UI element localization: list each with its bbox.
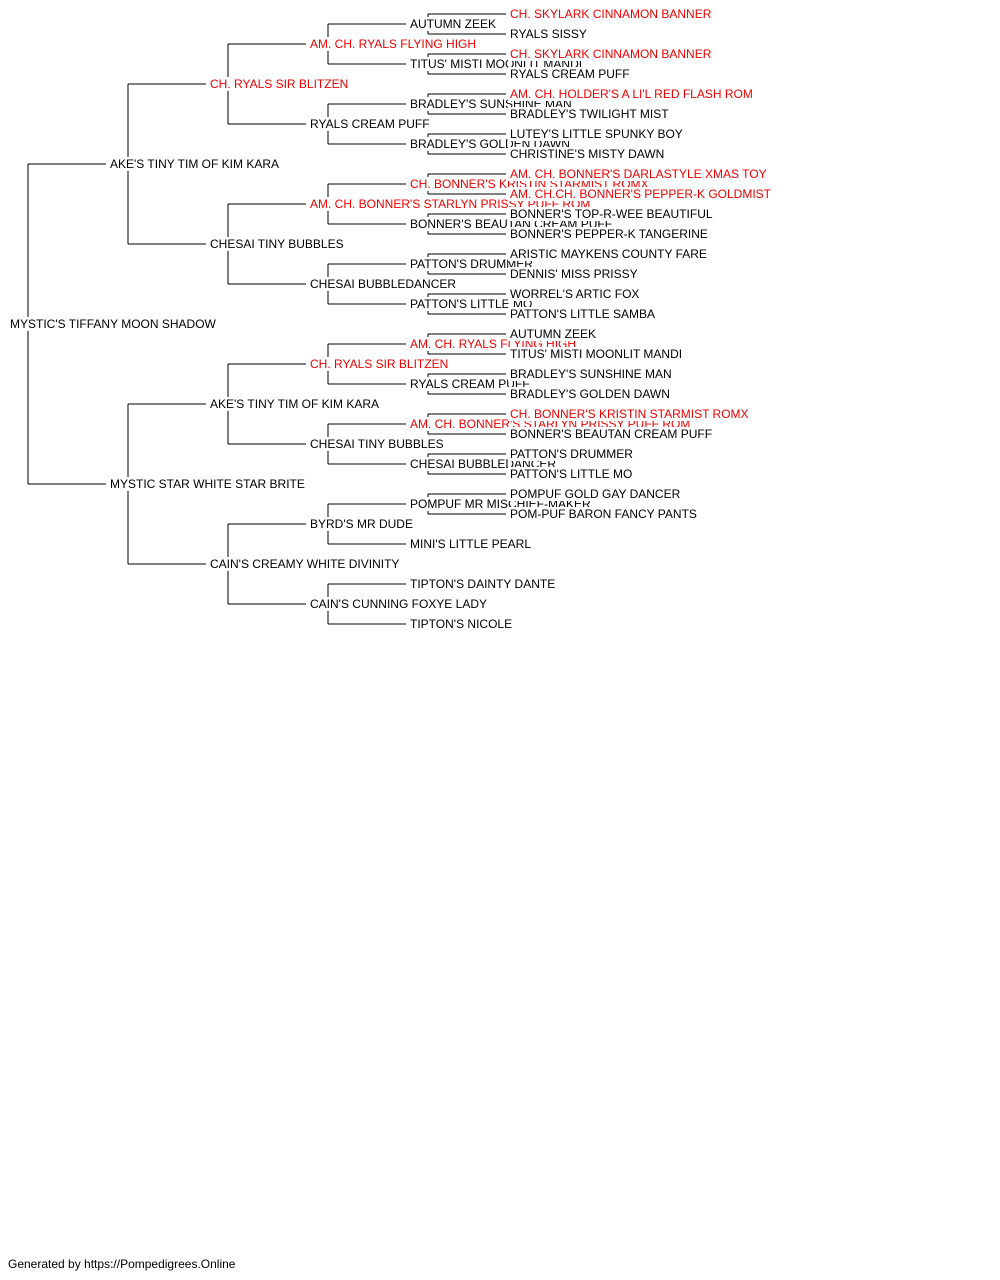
ancestor-name: LUTEY'S LITTLE SPUNKY BOY [508, 127, 685, 141]
ancestor-name: AUTUMN ZEEK [508, 327, 599, 341]
ancestor-name: RYALS SISSY [508, 27, 589, 41]
ancestor-name: CAIN'S CREAMY WHITE DIVINITY [208, 557, 402, 571]
ancestor-name: PATTON'S LITTLE SAMBA [508, 307, 657, 321]
ancestor-name: BRADLEY'S GOLDEN DAWN [508, 387, 672, 401]
ancestor-name: PATTON'S LITTLE MO [508, 467, 635, 481]
ancestor-name: MYSTIC STAR WHITE STAR BRITE [108, 477, 307, 491]
ancestor-name: ARISTIC MAYKENS COUNTY FARE [508, 247, 709, 261]
ancestor-name: CHESAI TINY BUBBLES [208, 237, 346, 251]
ancestor-name: PATTON'S DRUMMER [508, 447, 635, 461]
ancestor-name: BRADLEY'S SUNSHINE MAN [508, 367, 674, 381]
ancestor-name: AM. CH.CH. BONNER'S PEPPER-K GOLDMIST [508, 187, 773, 201]
subject-dog-name: MYSTIC'S TIFFANY MOON SHADOW [8, 317, 218, 331]
ancestor-name: BONNER'S TOP-R-WEE BEAUTIFUL [508, 207, 715, 221]
ancestor-name: CH. RYALS SIR BLITZEN [308, 357, 451, 371]
ancestor-name: CAIN'S CUNNING FOXYE LADY [308, 597, 489, 611]
ancestor-name: AKE'S TINY TIM OF KIM KARA [208, 397, 381, 411]
ancestor-name: CH. SKYLARK CINNAMON BANNER [508, 47, 714, 61]
ancestor-name: PATTON'S LITTLE MO [408, 297, 535, 311]
ancestor-name: WORREL'S ARTIC FOX [508, 287, 642, 301]
ancestor-name: CHESAI BUBBLEDANCER [308, 277, 459, 291]
ancestor-name: MINI'S LITTLE PEARL [408, 537, 533, 551]
ancestor-name: RYALS CREAM PUFF [308, 117, 432, 131]
ancestor-name: BONNER'S PEPPER-K TANGERINE [508, 227, 710, 241]
ancestor-name: AM. CH. BONNER'S DARLASTYLE XMAS TOY [508, 167, 769, 181]
ancestor-name: POM-PUF BARON FANCY PANTS [508, 507, 699, 521]
ancestor-name: AM. CH. HOLDER'S A LI'L RED FLASH ROM [508, 87, 755, 101]
ancestor-name: BONNER'S BEAUTAN CREAM PUFF [508, 427, 715, 441]
ancestor-name: AUTUMN ZEEK [408, 17, 499, 31]
ancestor-name: AM. CH. RYALS FLYING HIGH [308, 37, 479, 51]
ancestor-name: PATTON'S DRUMMER [408, 257, 535, 271]
ancestor-name: CH. SKYLARK CINNAMON BANNER [508, 7, 714, 21]
ancestor-name: RYALS CREAM PUFF [508, 67, 632, 81]
ancestor-name: POMPUF GOLD GAY DANCER [508, 487, 683, 501]
ancestor-name: CHRISTINE'S MISTY DAWN [508, 147, 667, 161]
ancestor-name: CH. RYALS SIR BLITZEN [208, 77, 351, 91]
ancestor-name: BRADLEY'S TWILIGHT MIST [508, 107, 671, 121]
ancestor-name: TIPTON'S NICOLE [408, 617, 515, 631]
ancestor-name: RYALS CREAM PUFF [408, 377, 532, 391]
ancestor-name: TITUS' MISTI MOONLIT MANDI [508, 347, 685, 361]
ancestor-name: BYRD'S MR DUDE [308, 517, 415, 531]
ancestor-name: TIPTON'S DAINTY DANTE [408, 577, 558, 591]
ancestor-name: AKE'S TINY TIM OF KIM KARA [108, 157, 281, 171]
ancestor-name: CH. BONNER'S KRISTIN STARMIST ROMX [508, 407, 751, 421]
generated-by-footer: Generated by https://Pompedigrees.Online [8, 1257, 236, 1271]
ancestor-name: DENNIS' MISS PRISSY [508, 267, 640, 281]
ancestor-name: CHESAI TINY BUBBLES [308, 437, 446, 451]
